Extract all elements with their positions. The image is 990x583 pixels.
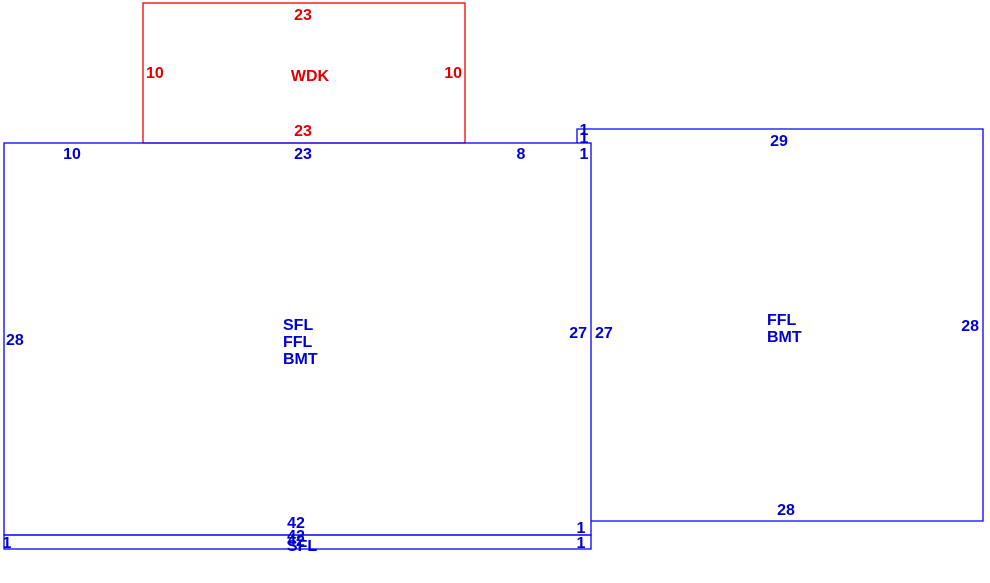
strip-corner-right-top-dimension: 1 xyxy=(577,520,586,537)
main-area: 10 23 8 1 28 27 42 SFL FFL BMT xyxy=(3,142,592,536)
east-bottom-dimension: 28 xyxy=(777,502,795,519)
strip-outline xyxy=(3,534,592,550)
main-top-left-dimension: 10 xyxy=(63,146,81,163)
wdk-area: 23 10 10 23 WDK xyxy=(142,2,466,144)
strip-left-dimension: 1 xyxy=(3,535,12,552)
east-top-dimension: 29 xyxy=(770,133,788,150)
main-area-name-1: SFL xyxy=(283,317,313,334)
strip-area: 1 42 1 1 42 SFL xyxy=(3,520,592,555)
east-area-name-1: FFL xyxy=(767,312,797,329)
east-jog-top-dimension: 1 xyxy=(580,122,589,139)
wdk-area-name: WDK xyxy=(291,68,330,85)
main-top-right-dimension: 8 xyxy=(517,146,526,163)
main-top-jog-dimension: 1 xyxy=(580,146,589,163)
main-left-dimension: 28 xyxy=(6,332,24,349)
wdk-top-dimension: 23 xyxy=(294,7,312,24)
wdk-left-dimension: 10 xyxy=(146,65,164,82)
east-jog-side-dimension: 1 xyxy=(580,130,589,147)
wdk-right-dimension: 10 xyxy=(444,65,462,82)
strip-right-dimension: 1 xyxy=(577,535,586,552)
main-area-name-2: FFL xyxy=(283,334,313,351)
east-left-dimension: 27 xyxy=(595,325,613,342)
east-area-name-2: BMT xyxy=(767,329,802,346)
main-top-mid-dimension: 23 xyxy=(294,146,312,163)
strip-area-name: SFL xyxy=(287,538,317,555)
east-area: 1 1 29 27 28 28 FFL BMT xyxy=(576,122,984,522)
strip-top-dimension: 42 xyxy=(287,528,305,545)
main-bottom-dimension: 42 xyxy=(287,515,305,532)
main-area-name-3: BMT xyxy=(283,351,318,368)
wdk-bottom-dimension: 23 xyxy=(294,123,312,140)
east-right-dimension: 28 xyxy=(961,318,979,335)
main-right-dimension: 27 xyxy=(569,325,587,342)
east-outline xyxy=(576,128,984,522)
strip-bottom-dimension: 42 xyxy=(287,533,305,550)
